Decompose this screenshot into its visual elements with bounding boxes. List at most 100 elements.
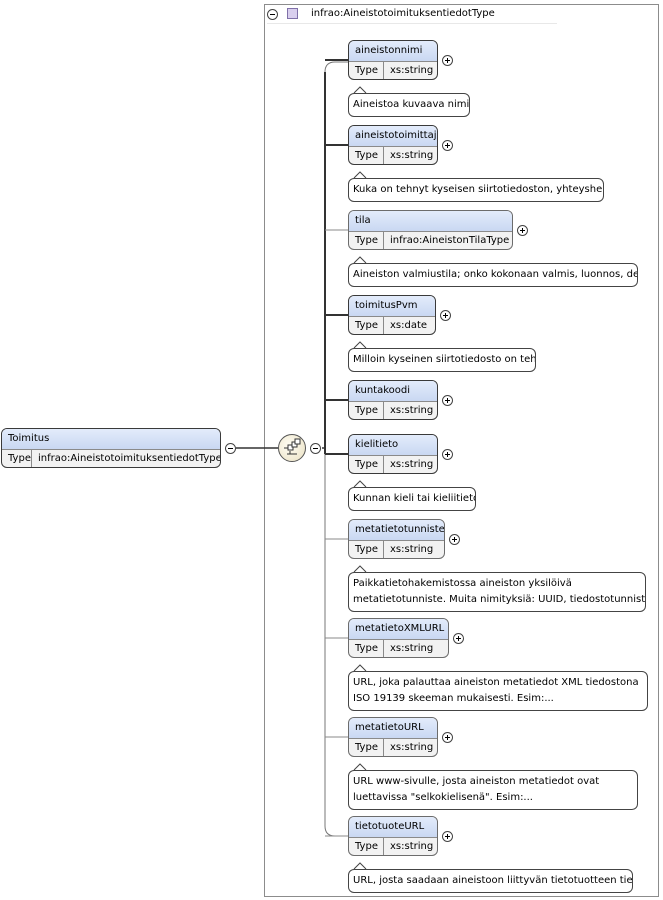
element-name: toimitusPvm [349, 296, 435, 317]
element-type-key: Type [349, 739, 384, 756]
sequence-icon[interactable] [278, 434, 306, 462]
element-type-key: Type [349, 402, 384, 419]
root-collapse-icon[interactable] [225, 443, 236, 454]
complex-type-name: infrao:AineistotoimituksentiedotType [311, 8, 495, 19]
annotation-aineistonnimi: Aineistoa kuvaava nimi, [348, 93, 470, 117]
expand-metatietotunniste-icon[interactable] [449, 534, 460, 545]
complex-type-header: infrao:AineistotoimituksentiedotType [267, 7, 557, 24]
element-name: kielitieto [349, 435, 437, 456]
element-type-key: Type [349, 147, 384, 164]
root-type-value: infrao:AineistotoimituksentiedotType [37, 453, 221, 464]
expand-kuntakoodi-icon[interactable] [442, 395, 453, 406]
element-type-row: Type xs:string [349, 838, 437, 855]
root-type-key: Type [2, 450, 32, 467]
root-element-name: Toimitus [2, 429, 220, 450]
element-type-row: Type xs:string [349, 456, 437, 473]
expand-tila-icon[interactable] [517, 225, 528, 236]
annotation-line: URL www-sivulle, josta aineiston metatie… [353, 776, 600, 787]
expand-aineistotoimittaja-icon[interactable] [442, 140, 453, 151]
annotation-line: URL, joka palauttaa aineiston metatiedot… [353, 677, 639, 688]
element-type-key: Type [349, 232, 384, 249]
element-type-key: Type [349, 456, 384, 473]
element-type-row: Type xs:date [349, 317, 435, 334]
element-type-row: Type xs:string [349, 739, 437, 756]
element-type-value: xs:string [390, 150, 434, 161]
annotation-notch [353, 256, 367, 264]
annotation-notch [353, 862, 367, 870]
element-type-value: xs:string [390, 65, 434, 76]
sequence-collapse-icon[interactable] [310, 443, 321, 454]
annotation-line: luettavissa "selkokielisenä". Esim:... [353, 792, 533, 803]
element-type-value: xs:string [390, 643, 434, 654]
annotation-tietotuoteURL: URL, josta saadaan aineistoon liittyvän … [348, 869, 633, 893]
expand-metatietoXMLURL-icon[interactable] [453, 633, 464, 644]
annotation-line: Kunnan kieli tai kieliitieto [353, 493, 476, 504]
annotation-tila: Aineiston valmiustila; onko kokonaan val… [348, 263, 638, 287]
root-type-row: Type infrao:AineistotoimituksentiedotTyp… [2, 450, 221, 467]
element-type-value: infrao:AineistonTilaType [390, 235, 510, 246]
expand-aineistonnimi-icon[interactable] [442, 55, 453, 66]
annotation-notch [353, 341, 367, 349]
annotation-line: Paikkatietohakemistossa aineiston yksilö… [353, 578, 572, 589]
element-type-row: Type xs:string [349, 62, 437, 79]
annotation-line: Kuka on tehnyt kyseisen siirtotiedoston,… [353, 184, 604, 195]
annotation-metatietotunniste: Paikkatietohakemistossa aineiston yksilö… [348, 572, 646, 612]
element-type-value: xs:string [390, 459, 434, 470]
annotation-metatietoURL: URL www-sivulle, josta aineiston metatie… [348, 770, 638, 810]
expand-kielitieto-icon[interactable] [442, 449, 453, 460]
annotation-line: Milloin kyseinen siirtotiedosto on tehty [353, 354, 536, 365]
element-type-value: xs:string [390, 841, 434, 852]
element-type-key: Type [349, 640, 384, 657]
annotation-line: URL, josta saadaan aineistoon liittyvän … [353, 875, 633, 886]
element-name: tila [349, 211, 512, 232]
element-name: metatietoURL [349, 718, 437, 739]
annotation-line: metatietotunniste. Muita nimityksiä: UUI… [353, 594, 646, 605]
element-type-value: xs:date [390, 320, 428, 331]
element-name: tietotuoteURL [349, 817, 437, 838]
element-name: aineistonnimi [349, 41, 437, 62]
annotation-notch [353, 86, 367, 94]
element-type-key: Type [349, 541, 384, 558]
element-type-row: Type xs:string [349, 640, 448, 657]
annotation-line: Aineiston valmiustila; onko kokonaan val… [353, 269, 638, 280]
annotation-notch [353, 480, 367, 488]
element-name: kuntakoodi [349, 381, 437, 402]
annotation-aineistotoimittaja: Kuka on tehnyt kyseisen siirtotiedoston,… [348, 178, 604, 202]
element-type-value: xs:string [390, 742, 434, 753]
annotation-line: ISO 19139 skeeman mukaisesti. Esim:... [353, 693, 554, 704]
complex-type-panel [264, 4, 659, 897]
element-name: metatietoXMLURL [349, 619, 448, 640]
sequence-trunk-line [324, 61, 348, 837]
annotation-kielitieto: Kunnan kieli tai kieliitieto [348, 487, 476, 511]
complex-type-collapse-icon[interactable] [267, 9, 278, 20]
annotation-notch [353, 171, 367, 179]
element-type-key: Type [349, 838, 384, 855]
expand-tietotuoteURL-icon[interactable] [442, 831, 453, 842]
annotation-notch [353, 565, 367, 573]
root-element-toimitus[interactable]: Toimitus Type infrao:Aineistotoimituksen… [1, 428, 221, 468]
annotation-notch [353, 664, 367, 672]
annotation-line: Aineistoa kuvaava nimi, [353, 99, 470, 110]
element-name: metatietotunniste [349, 520, 444, 541]
element-type-key: Type [349, 62, 384, 79]
expand-toimitusPvm-icon[interactable] [440, 310, 451, 321]
expand-metatietoURL-icon[interactable] [442, 732, 453, 743]
complex-type-square-icon [287, 8, 298, 19]
annotation-toimitusPvm: Milloin kyseinen siirtotiedosto on tehty [348, 348, 536, 372]
element-name: aineistotoimittaja [349, 126, 437, 147]
annotation-metatietoXMLURL: URL, joka palauttaa aineiston metatiedot… [348, 671, 648, 711]
element-type-key: Type [349, 317, 384, 334]
